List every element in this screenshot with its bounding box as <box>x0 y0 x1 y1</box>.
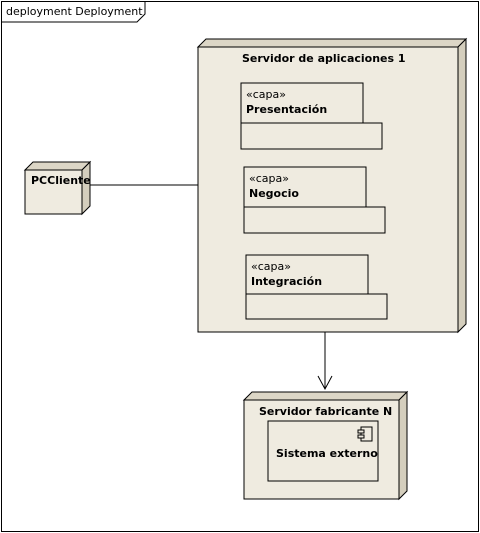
package-integracion[interactable]: «capa» Integración <box>245 254 388 320</box>
package-negocio[interactable]: «capa» Negocio <box>243 166 386 234</box>
frame-title: deployment Deployment <box>6 5 143 18</box>
frame-title-tab <box>1 1 146 23</box>
package-presentacion-name: Presentación <box>246 103 327 116</box>
component-icon <box>357 426 373 442</box>
package-integracion-name: Integración <box>251 275 322 288</box>
component-sistema-externo-name: Sistema externo <box>276 447 378 460</box>
component-sistema-externo[interactable]: Sistema externo <box>267 420 379 482</box>
package-negocio-stereotype: «capa» <box>249 172 289 185</box>
node-servidor-aplicaciones-label: Servidor de aplicaciones 1 <box>242 52 406 65</box>
package-integracion-stereotype: «capa» <box>251 260 291 273</box>
arrowhead <box>317 375 333 391</box>
node-pccliente-label: PCCliente <box>31 174 91 187</box>
package-presentacion[interactable]: «capa» Presentación <box>240 82 383 150</box>
node-pccliente[interactable]: PCCliente <box>23 160 92 216</box>
package-presentacion-stereotype: «capa» <box>246 88 286 101</box>
package-negocio-name: Negocio <box>249 187 299 200</box>
node-servidor-fabricante-label: Servidor fabricante N <box>259 405 392 418</box>
